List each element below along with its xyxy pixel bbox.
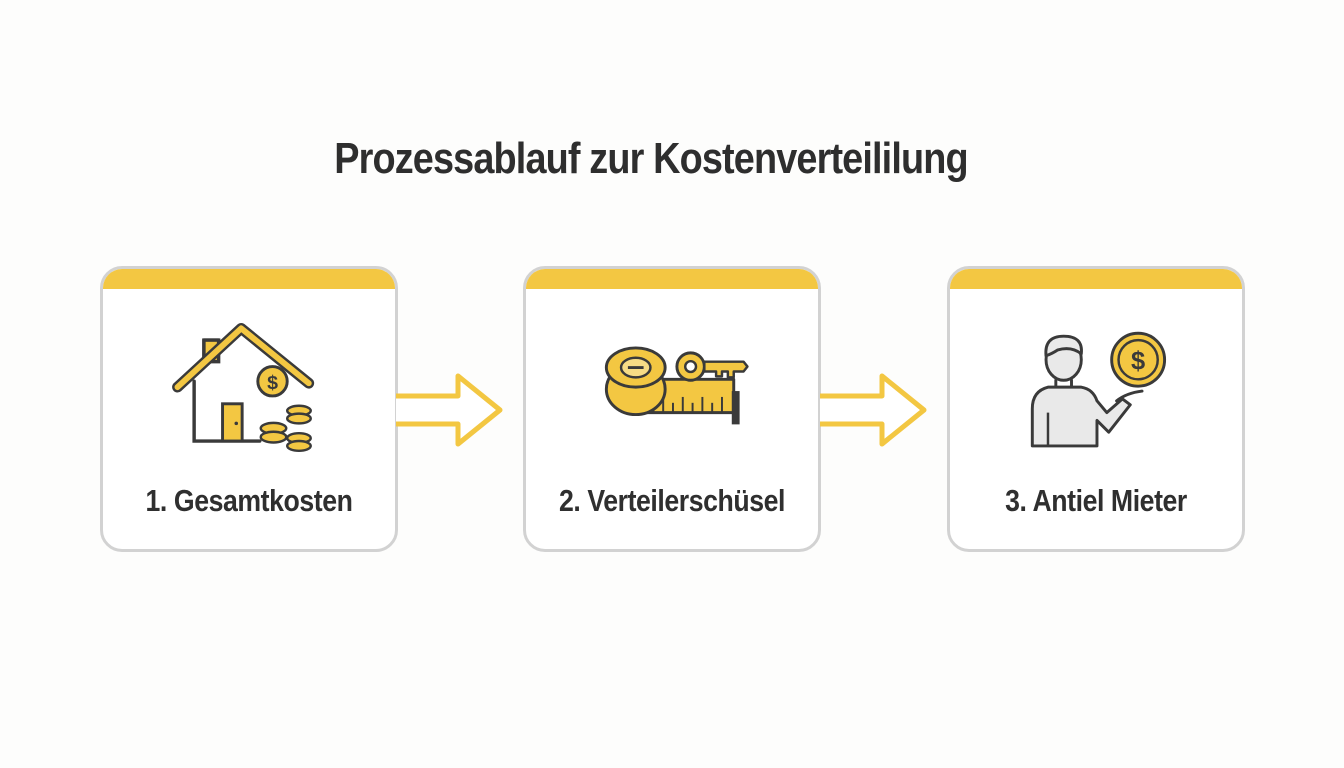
card-accent-bar: [950, 269, 1242, 289]
card-accent-bar: [526, 269, 818, 289]
step-label: 2. Verteilerschüsel: [559, 483, 785, 518]
tape-measure-and-key-icon: [604, 346, 749, 425]
person-holding-coin-icon: $: [1030, 331, 1167, 448]
svg-text:$: $: [1131, 348, 1145, 376]
step-card-gesamtkosten: $ 1. Gesamtkosten: [100, 266, 398, 552]
step-card-verteilerschluessel: 2. Verteilerschüsel: [523, 266, 821, 552]
house-with-coins-icon: $: [172, 322, 315, 453]
diagram-title: Prozessablauf zur Kostenverteililung: [334, 134, 968, 183]
card-accent-bar: [103, 269, 395, 289]
step-label: 1. Gesamtkosten: [145, 483, 353, 518]
step-card-anteil-mieter: $ 3. Antiel Mieter: [947, 266, 1245, 552]
svg-text:$: $: [267, 372, 278, 394]
arrow-right-icon: [820, 373, 927, 447]
arrow-right-icon: [396, 373, 503, 447]
step-label: 3. Antiel Mieter: [1005, 483, 1187, 518]
